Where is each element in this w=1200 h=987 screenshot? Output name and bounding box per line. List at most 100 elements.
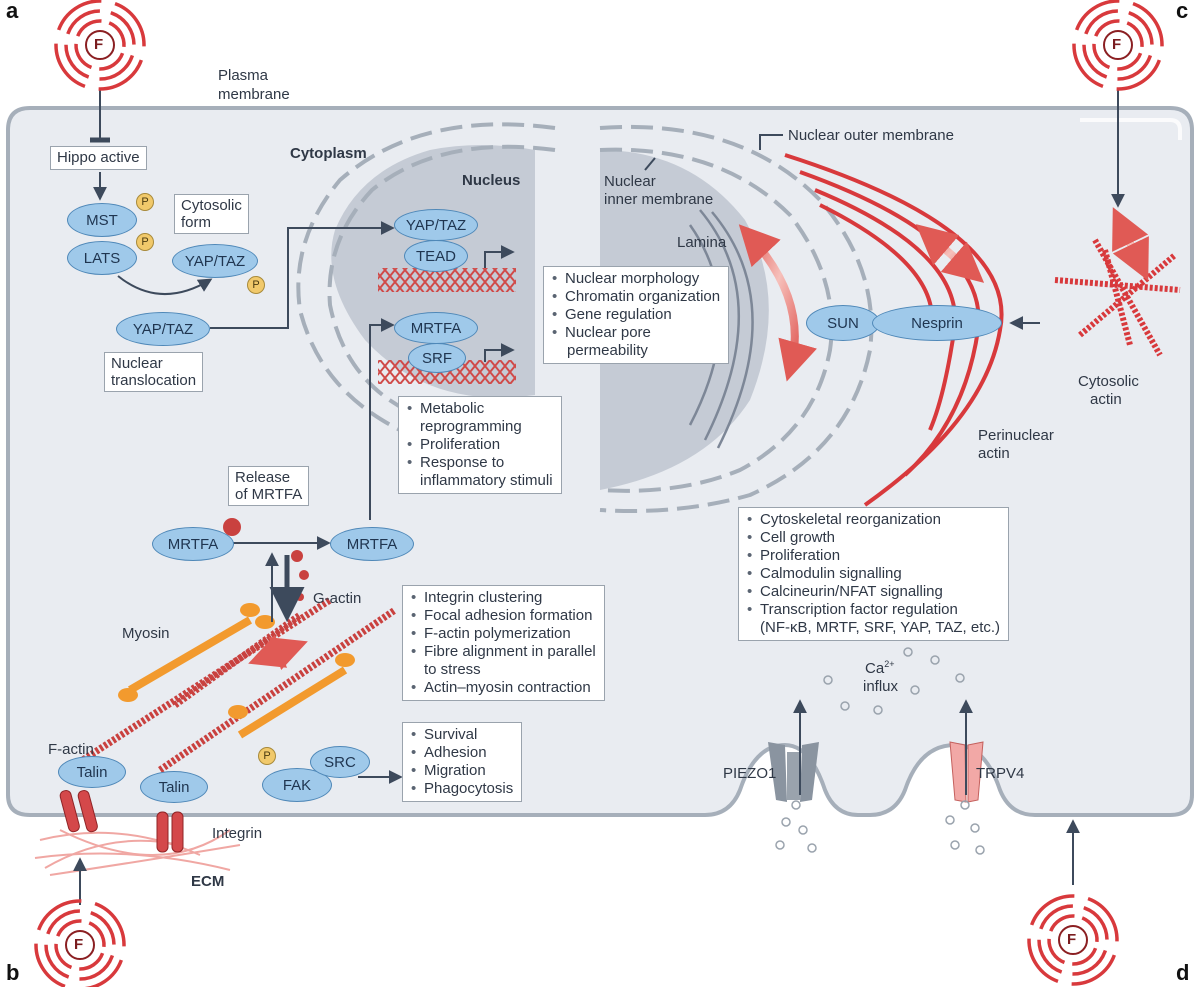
panel-label-c: c <box>1176 0 1189 23</box>
nuclear-inner-membrane-label-1: Nuclear <box>604 173 656 190</box>
list-item: Chromatin organization <box>552 288 720 306</box>
cytoplasm-label: Cytoplasm <box>290 145 367 162</box>
list-item: permeability <box>567 342 648 359</box>
list-item: Proliferation <box>407 436 553 454</box>
myosin-force-arrow <box>248 635 308 670</box>
integrin-receptors <box>59 790 184 853</box>
cytosolic-actin-label-2: actin <box>1090 391 1122 408</box>
srf-protein: SRF <box>408 343 466 373</box>
list-item: Fibre alignment in parallel <box>411 643 596 661</box>
nuclear-effects-list: Nuclear morphology Chromatin organizatio… <box>543 266 730 364</box>
list-item: Metabolic <box>407 400 553 418</box>
list-item: Survival <box>411 726 513 744</box>
force-letter-b: F <box>74 936 84 953</box>
trpv4-label: TRPV4 <box>976 765 1025 782</box>
mrtfa-effects-list: Metabolic reprogramming Proliferation Re… <box>398 396 562 494</box>
panel-label-a: a <box>6 0 19 23</box>
fak-effects-list: Survival Adhesion Migration Phagocytosis <box>402 722 523 802</box>
perinuclear-actin-label-2: actin <box>978 445 1010 462</box>
yaptaz-to-nucleus-arrow <box>210 221 395 329</box>
tead-protein: TEAD <box>404 240 468 272</box>
list-item: Transcription factor regulation <box>747 601 1000 619</box>
nucleus-label: Nucleus <box>462 172 521 189</box>
plasma-membrane-label-1: Plasma <box>218 67 269 84</box>
list-item: Gene regulation <box>552 306 720 324</box>
calcium-label: Ca2+ <box>865 659 895 678</box>
list-item: reprogramming <box>420 418 522 435</box>
yaptaz-nuclear-protein: YAP/TAZ <box>394 209 478 241</box>
sun-protein: SUN <box>806 305 880 341</box>
list-item: to stress <box>424 661 481 678</box>
list-item: Integrin clustering <box>411 589 596 607</box>
yaptaz-cytosolic-protein: YAP/TAZ <box>172 244 258 278</box>
list-item: (NF-κB, MRTF, SRF, YAP, TAZ, etc.) <box>760 619 1001 636</box>
nuclear-outer-membrane-label: Nuclear outer membrane <box>788 127 954 144</box>
list-item: Actin–myosin contraction <box>411 679 596 697</box>
f-actin-filaments <box>73 597 397 773</box>
panel-label-b: b <box>6 960 20 985</box>
dna-helix-1 <box>378 268 516 292</box>
phospho-yaptaz-icon: P <box>247 276 265 294</box>
nucleus-outer-membrane-leader <box>759 134 783 150</box>
force-symbol-c <box>1072 0 1164 91</box>
list-item: F-actin polymerization <box>411 625 596 643</box>
mrtfa-actin-bound-protein: MRTFA <box>152 527 234 561</box>
list-item: Calcineurin/NFAT signalling <box>747 583 1000 601</box>
calcium-ions <box>775 647 985 855</box>
mrtfa-nuclear-protein: MRTFA <box>394 312 478 344</box>
lamina-force-arrow <box>738 224 817 382</box>
mrtfa-free-protein: MRTFA <box>330 527 414 561</box>
mst-protein: MST <box>67 203 137 237</box>
lamina-label: Lamina <box>677 234 727 251</box>
integrin-effects-list: Integrin clustering Focal adhesion forma… <box>402 585 605 701</box>
cytosolic-actin-label-1: Cytosolic <box>1078 373 1139 390</box>
transcription-arrow-1 <box>484 245 515 268</box>
talin-protein-2: Talin <box>140 771 208 803</box>
force-letter-a: F <box>94 36 104 53</box>
list-item: Cytoskeletal reorganization <box>747 511 1000 529</box>
cytosolic-force-arrow <box>1112 207 1149 281</box>
mrtfa-to-nucleus-arrow <box>369 318 395 520</box>
f-actin-label: F-actin <box>48 741 94 758</box>
hippo-active-box: Hippo active <box>50 146 147 170</box>
lats-protein: LATS <box>67 241 137 275</box>
force-symbol-b <box>34 899 126 987</box>
nesprin-protein: Nesprin <box>872 305 1002 341</box>
nucleus-inner-membrane-leader <box>644 157 656 171</box>
integrin-label: Integrin <box>212 825 263 842</box>
list-item: Nuclear morphology <box>552 270 720 288</box>
list-item: Focal adhesion formation <box>411 607 596 625</box>
yaptaz-translocating-protein: YAP/TAZ <box>116 312 210 346</box>
list-item: Phagocytosis <box>411 780 513 798</box>
list-item: Cell growth <box>747 529 1000 547</box>
list-item: Adhesion <box>411 744 513 762</box>
nucleus-outer-membrane-right <box>599 124 874 513</box>
nuclear-inner-membrane-label-2: inner membrane <box>604 191 714 208</box>
ecm-fibres <box>34 829 241 876</box>
list-item: Migration <box>411 762 513 780</box>
piezo1-label: PIEZO1 <box>723 765 777 782</box>
lats-to-yaptaz-arrow <box>117 275 213 296</box>
panel-label-d: d <box>1176 960 1190 985</box>
phospho-mst-icon: P <box>136 193 154 211</box>
trpv4-channel-shape <box>949 741 984 803</box>
myosin-filaments <box>127 616 348 739</box>
force-symbol-d <box>1027 894 1119 986</box>
force-symbol-a <box>54 0 146 91</box>
force-letter-d: F <box>1067 931 1077 948</box>
nucleus-inner-membrane-right <box>599 147 834 493</box>
list-item: Proliferation <box>747 547 1000 565</box>
piezo1-channel-shape <box>768 742 819 802</box>
plasma-membrane-label-2: membrane <box>218 86 290 103</box>
transcription-arrow-2 <box>484 343 515 362</box>
g-actin-label: G-actin <box>313 590 362 607</box>
src-protein: SRC <box>310 746 370 778</box>
list-item: inflammatory stimuli <box>420 472 553 489</box>
talin-protein-1: Talin <box>58 756 126 788</box>
cytosolic-actin-network <box>1054 238 1181 357</box>
nesprin-force-arrow <box>915 224 985 283</box>
